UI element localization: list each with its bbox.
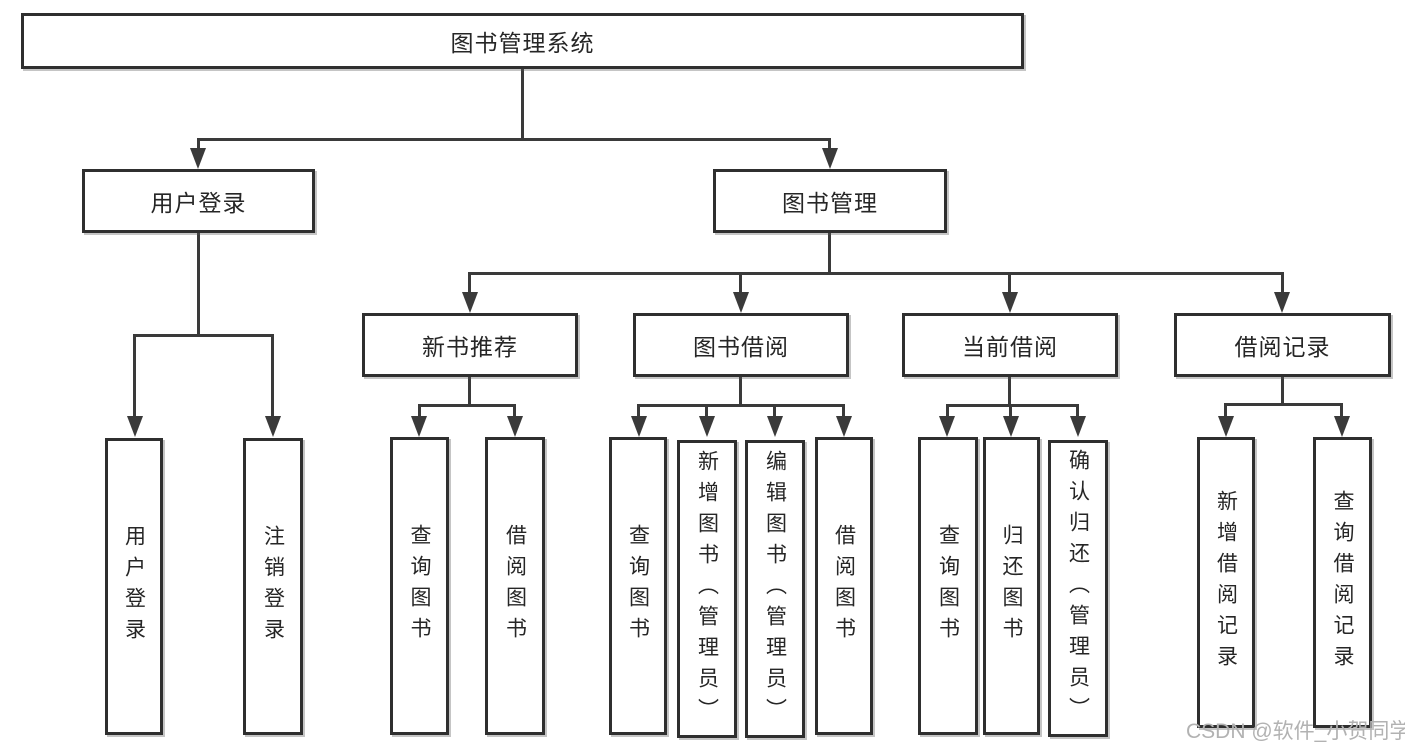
leaf-query-books-2: 查询图书 xyxy=(609,437,667,735)
connector-login-bar xyxy=(133,334,274,337)
node-new-book-recommend: 新书推荐 xyxy=(362,313,578,377)
connector-current-drop-2 xyxy=(1009,404,1012,420)
connector-borrow-drop-2 xyxy=(705,404,708,420)
leaf-confirm-return-admin: 确认归还（管理员） xyxy=(1048,440,1108,737)
node-borrow-records: 借阅记录 xyxy=(1174,313,1391,377)
leaf-label: 查询借阅记录 xyxy=(1331,489,1354,676)
connector-mgmt-drop-1 xyxy=(468,272,471,294)
arrow-down-icon xyxy=(767,416,783,437)
connector-current-drop-3 xyxy=(1076,404,1079,420)
connector-records-stub xyxy=(1281,377,1284,406)
connector-current-stub xyxy=(1008,377,1011,407)
leaf-label: 编辑图书（管理员） xyxy=(763,449,787,729)
connector-records-drop-1 xyxy=(1224,403,1227,420)
connector-mgmt-drop-3 xyxy=(1008,272,1011,294)
leaf-query-books-1: 查询图书 xyxy=(390,437,449,735)
connector-records-drop-2 xyxy=(1340,403,1343,420)
arrow-down-icon xyxy=(822,148,838,169)
arrow-down-icon xyxy=(733,292,749,313)
connector-root-drop-left xyxy=(197,138,200,152)
arrow-down-icon xyxy=(462,292,478,313)
connector-login-drop-1 xyxy=(133,334,136,420)
leaf-label: 查询图书 xyxy=(936,524,960,648)
connector-mgmt-drop-2 xyxy=(739,272,742,294)
leaf-label: 归还图书 xyxy=(1000,524,1023,648)
connector-login-drop-2 xyxy=(271,334,274,420)
connector-root-drop-right xyxy=(828,138,831,152)
connector-borrow-drop-1 xyxy=(637,404,640,420)
node-user-login: 用户登录 xyxy=(82,169,315,233)
leaf-edit-books-admin: 编辑图书（管理员） xyxy=(745,440,805,738)
leaf-logout: 注销登录 xyxy=(243,438,303,735)
connector-records-bar xyxy=(1224,403,1343,406)
connector-root-stub xyxy=(521,68,524,140)
node-label: 当前借阅 xyxy=(962,334,1058,360)
connector-borrow-drop-3 xyxy=(773,404,776,420)
arrow-down-icon xyxy=(1334,416,1350,437)
node-book-borrowing: 图书借阅 xyxy=(633,313,849,377)
arrow-down-icon xyxy=(411,416,427,437)
leaf-label: 新增图书（管理员） xyxy=(695,449,719,729)
leaf-label: 注销登录 xyxy=(261,524,285,649)
node-root: 图书管理系统 xyxy=(21,13,1024,69)
node-label: 图书借阅 xyxy=(693,334,789,360)
connector-newbook-stub xyxy=(468,377,471,407)
arrow-down-icon xyxy=(507,416,523,437)
arrow-down-icon xyxy=(1218,416,1234,437)
leaf-label: 查询图书 xyxy=(408,524,431,648)
connector-mgmt-drop-4 xyxy=(1281,272,1284,294)
arrow-down-icon xyxy=(265,416,281,437)
leaf-return-books: 归还图书 xyxy=(983,437,1040,735)
leaf-add-borrow-record: 新增借阅记录 xyxy=(1197,437,1255,728)
arrow-down-icon xyxy=(1003,416,1019,437)
node-label: 借阅记录 xyxy=(1234,334,1331,360)
node-book-management: 图书管理 xyxy=(713,169,947,233)
leaf-query-books-3: 查询图书 xyxy=(918,437,978,735)
connector-current-bar xyxy=(946,404,1079,407)
connector-borrow-bar xyxy=(637,404,844,407)
arrow-down-icon xyxy=(1002,292,1018,313)
node-root-label: 图书管理系统 xyxy=(450,30,595,56)
node-label: 用户登录 xyxy=(150,190,247,216)
connector-borrow-drop-4 xyxy=(842,404,845,420)
watermark: CSDN @软件_小贺同学 xyxy=(1186,720,1405,743)
node-label: 新书推荐 xyxy=(422,334,518,360)
connector-newbook-bar xyxy=(418,404,516,407)
leaf-label: 新增借阅记录 xyxy=(1214,489,1238,676)
leaf-label: 确认归还（管理员） xyxy=(1066,449,1090,728)
connector-newbook-drop-1 xyxy=(418,404,421,420)
arrow-down-icon xyxy=(631,416,647,437)
leaf-borrow-books-1: 借阅图书 xyxy=(485,437,545,735)
connector-mgmt-stub xyxy=(828,233,831,275)
connector-mgmt-bar xyxy=(468,272,1283,275)
arrow-down-icon xyxy=(699,416,715,437)
leaf-query-borrow-record: 查询借阅记录 xyxy=(1313,437,1372,728)
arrow-down-icon xyxy=(836,416,852,437)
connector-login-stub xyxy=(197,233,200,337)
arrow-down-icon xyxy=(1274,292,1290,313)
arrow-down-icon xyxy=(939,416,955,437)
leaf-add-books-admin: 新增图书（管理员） xyxy=(677,440,737,738)
node-current-borrowing: 当前借阅 xyxy=(902,313,1118,377)
leaf-label: 借阅图书 xyxy=(503,524,527,648)
arrow-down-icon xyxy=(127,416,143,437)
leaf-user-login: 用户登录 xyxy=(105,438,163,735)
arrow-down-icon xyxy=(190,148,206,169)
connector-borrow-stub xyxy=(739,377,742,407)
connector-current-drop-1 xyxy=(946,404,949,420)
leaf-label: 查询图书 xyxy=(626,524,650,648)
arrow-down-icon xyxy=(1070,416,1086,437)
leaf-borrow-books-2: 借阅图书 xyxy=(815,437,873,735)
leaf-label: 用户登录 xyxy=(122,524,146,649)
leaf-label: 借阅图书 xyxy=(832,524,856,648)
node-label: 图书管理 xyxy=(782,190,878,216)
connector-root-bar xyxy=(197,138,831,141)
connector-newbook-drop-2 xyxy=(513,404,516,420)
